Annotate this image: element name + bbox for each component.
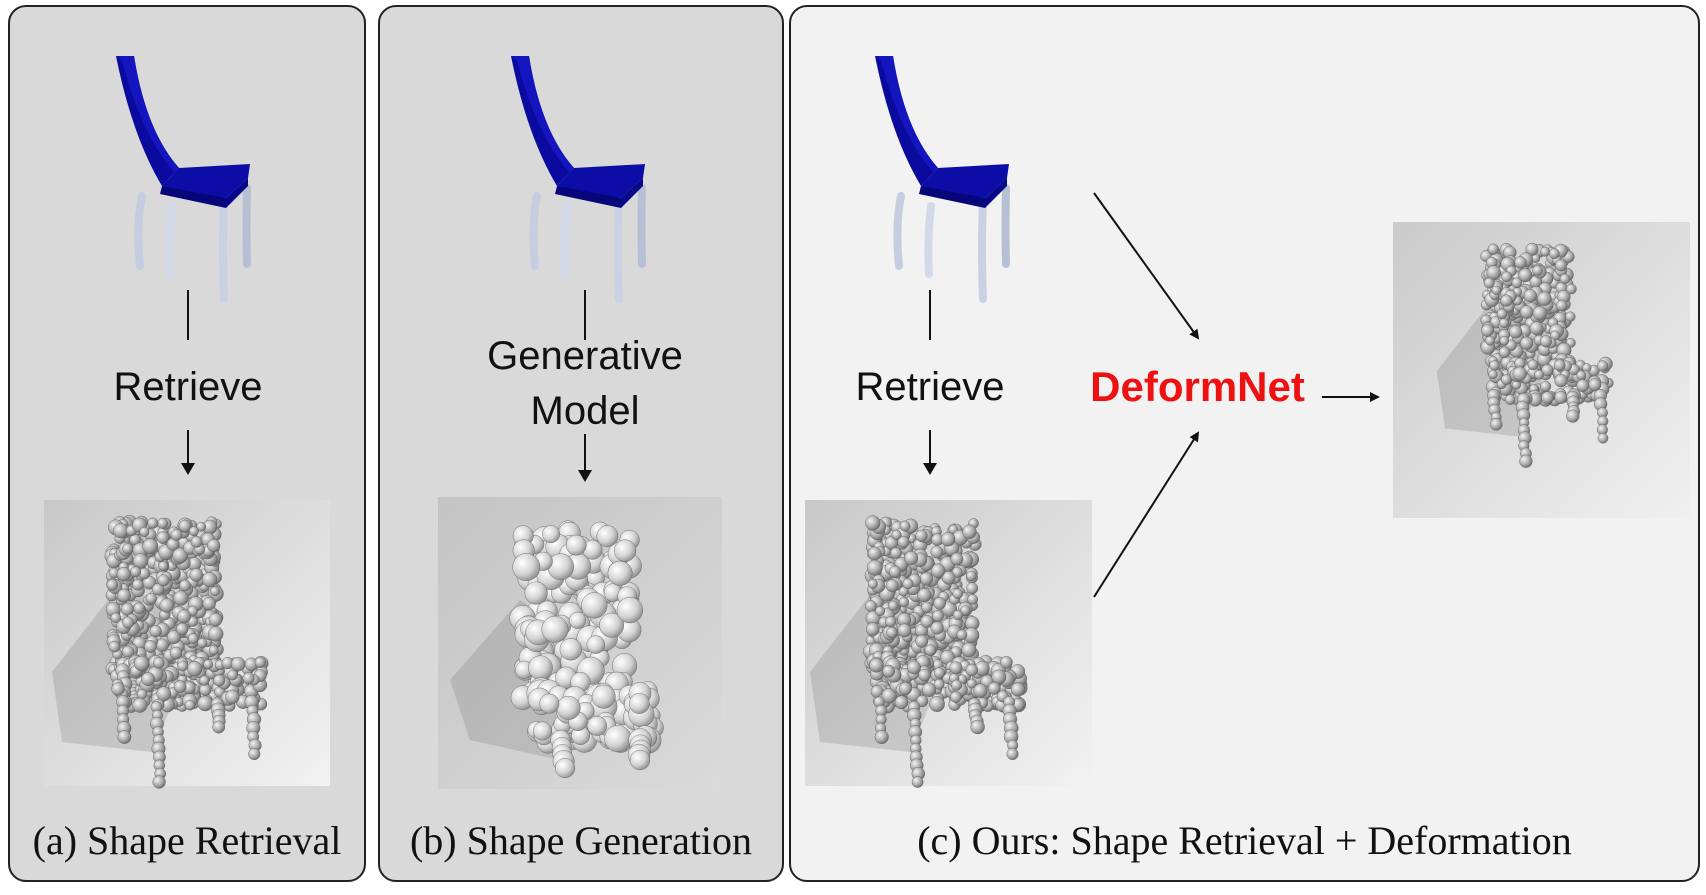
render-bg-c-result bbox=[1393, 222, 1690, 518]
step-label-generative: Generative bbox=[487, 334, 683, 378]
step-label-retrieve: Retrieve bbox=[855, 365, 1005, 409]
step-label-retrieve: Retrieve bbox=[113, 365, 263, 409]
render-bg-b bbox=[438, 497, 722, 789]
render-bg-c-retrieved bbox=[805, 500, 1092, 786]
connector-line bbox=[187, 290, 189, 340]
render-bg-a bbox=[44, 500, 330, 786]
arrow-down bbox=[181, 430, 195, 475]
arrow-down bbox=[578, 434, 592, 482]
connector-line bbox=[584, 290, 586, 340]
caption-shape-retrieval: (a) Shape Retrieval bbox=[32, 818, 342, 863]
caption-ours: (c) Ours: Shape Retrieval + Deformation bbox=[917, 818, 1572, 863]
arrow-down bbox=[923, 430, 937, 475]
caption-shape-generation: (b) Shape Generation bbox=[409, 818, 753, 863]
step-label-model: Model bbox=[530, 389, 640, 433]
deformnet-label: DeformNet bbox=[1090, 363, 1305, 410]
connector-line bbox=[929, 290, 931, 340]
